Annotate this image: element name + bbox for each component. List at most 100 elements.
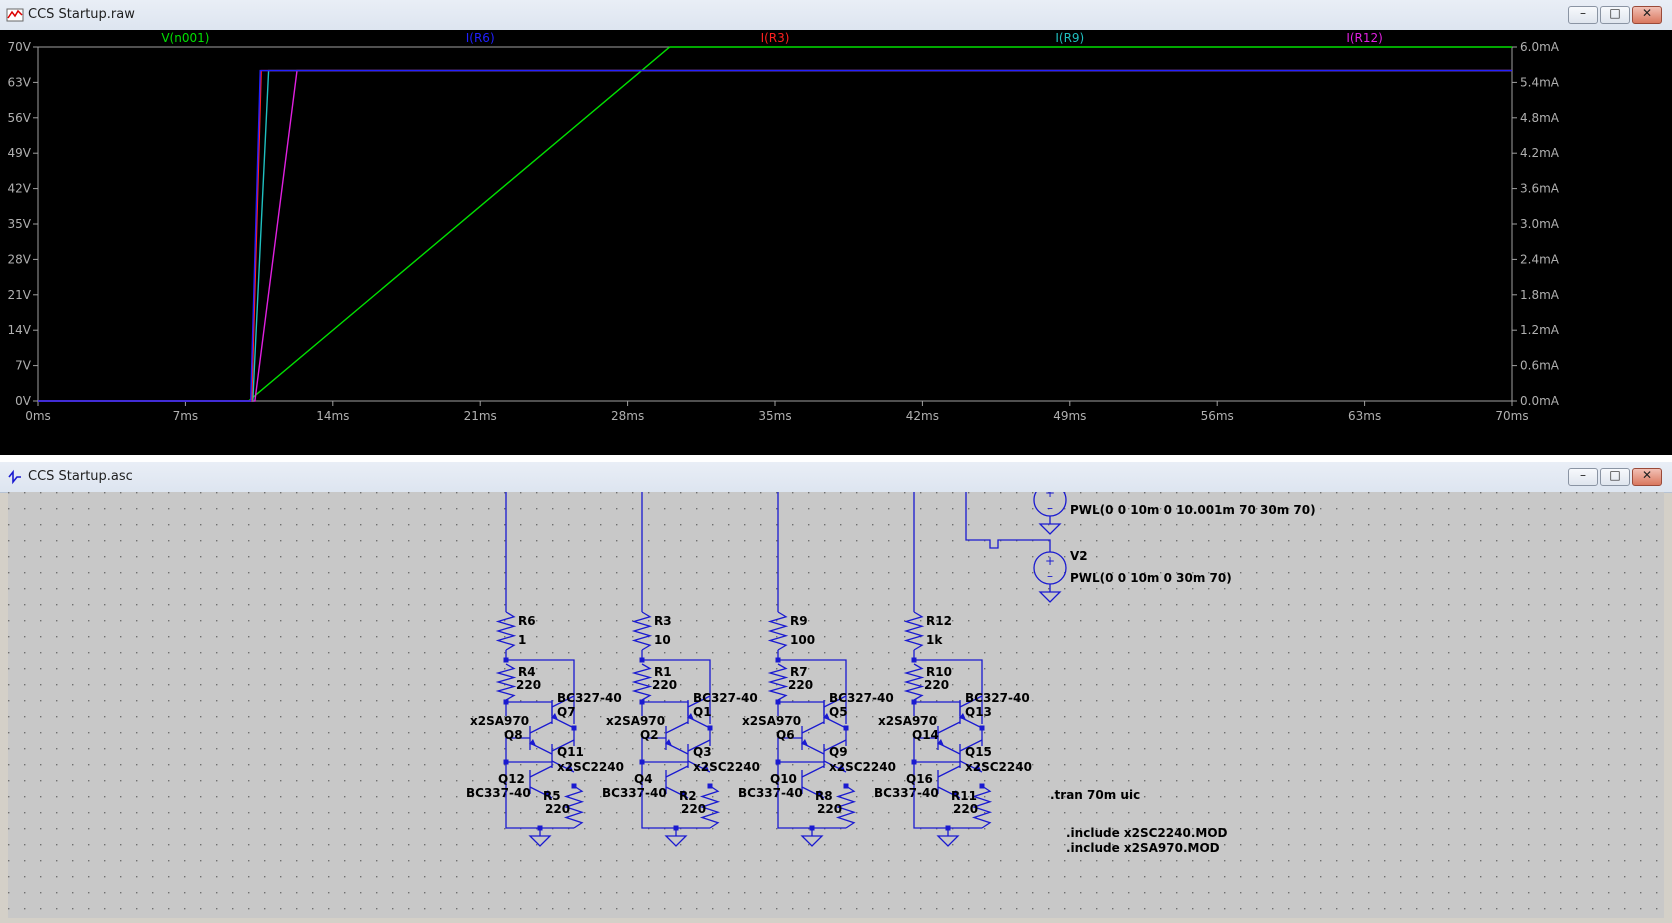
v1-value: PWL(0 0 10m 0 10.001m 70 30m 70) xyxy=(1070,503,1316,517)
stage-3-q-mid-name: Q9 xyxy=(829,745,848,759)
ground-icon xyxy=(800,835,824,847)
v2-minus: – xyxy=(1047,569,1053,583)
y-right-tick-label: 4.2mA xyxy=(1520,146,1560,160)
stage-2-q-left-name: Q2 xyxy=(640,728,659,742)
stage-1-rtop-value: 1 xyxy=(518,633,526,647)
stage-1-pnp-b-collector xyxy=(529,721,553,734)
stage-3-npn-a-arrow-icon xyxy=(838,764,845,771)
stage-3-pnp-a-collector xyxy=(823,695,847,708)
legend-i-r6: I(R6) xyxy=(466,31,495,45)
stage-2-r2-resistor xyxy=(699,785,721,829)
close-button[interactable]: ✕ xyxy=(1632,6,1662,24)
stage-2-left-base xyxy=(641,737,666,762)
y-right-tick-label: 3.6mA xyxy=(1520,182,1560,196)
stage-3-pnp-model: BC327-40 xyxy=(829,691,894,705)
waveform-chart[interactable]: 0V7V14V21V28V35V42V49V56V63V70V0.0mA0.6m… xyxy=(0,30,1672,455)
stage-3-pnp-name: Q5 xyxy=(829,705,848,719)
stage-4-q-left-model: x2SA970 xyxy=(878,714,937,728)
y-right-tick-label: 1.2mA xyxy=(1520,323,1560,337)
v1-plus: + xyxy=(1045,492,1055,500)
stage-2-npn-a-arrow-icon xyxy=(702,764,709,771)
close-button[interactable]: ✕ xyxy=(1632,468,1662,486)
close-icon: ✕ xyxy=(1641,468,1653,482)
stage-1-left-base xyxy=(505,737,530,762)
maximize-button[interactable]: □ xyxy=(1600,6,1630,24)
y-left-tick-label: 0V xyxy=(15,394,32,408)
stage-4-q-left-name: Q14 xyxy=(912,728,939,742)
stage-4-npn-a-collector xyxy=(959,739,983,752)
maximize-button[interactable]: □ xyxy=(1600,468,1630,486)
stage-2-pnp-model: BC327-40 xyxy=(693,691,758,705)
stage-3-q-left-model: x2SA970 xyxy=(742,714,801,728)
stage-3-rtop-value: 100 xyxy=(790,633,815,647)
minimize-button[interactable]: – xyxy=(1568,6,1598,24)
stage-4-pnp-a-arrow-icon xyxy=(959,713,966,720)
v1-minus: – xyxy=(1047,501,1053,515)
trace-i-r6 xyxy=(38,69,1512,402)
stage-4-rupper-name: R10 xyxy=(926,665,952,679)
stage-3-pnp-b-collector xyxy=(801,721,825,734)
stage-4-left-base xyxy=(913,737,938,762)
schematic-titlebar[interactable]: CCS Startup.asc – □ ✕ xyxy=(0,462,1672,493)
stage-1-bottom-bus xyxy=(505,790,574,829)
waveform-icon xyxy=(6,8,24,22)
y-left-tick-label: 7V xyxy=(15,359,32,373)
stage-3-pnp-b-arrow-icon xyxy=(801,739,808,746)
y-left-tick-label: 28V xyxy=(8,252,32,266)
stage-1-q-left-name: Q8 xyxy=(504,728,523,742)
stage-4-npn-a-arrow-icon xyxy=(974,764,981,771)
y-right-tick-label: 5.4mA xyxy=(1520,75,1560,89)
stage-1-pnp-a-collector xyxy=(551,695,575,708)
stage-2-top-bus xyxy=(642,659,711,696)
minimize-icon: – xyxy=(1580,468,1586,482)
stage-3-q-bot-name: Q10 xyxy=(770,772,797,786)
stage-4-bottom-bus xyxy=(913,790,982,829)
stage-4-rlow-value: 220 xyxy=(953,802,978,816)
stage-2-rtop-name: R3 xyxy=(654,614,672,628)
stage-2-rlow-name: R2 xyxy=(679,789,697,803)
stage-2-npn-b-collector xyxy=(665,765,689,778)
v2-feed-wire xyxy=(965,472,1051,552)
stage-2-pnp-b-collector xyxy=(665,721,689,734)
stage-1-q-bot-model: BC337-40 xyxy=(466,786,531,800)
x-tick-label: 49ms xyxy=(1053,409,1086,423)
stage-2-pnp-a-collector xyxy=(687,695,711,708)
stage-3-q-bot-model: BC337-40 xyxy=(738,786,803,800)
stage-4-r12-resistor xyxy=(903,611,925,651)
schematic-drawing[interactable]: +–V1PWL(0 0 10m 0 10.001m 70 30m 70)+–V2… xyxy=(8,469,1664,918)
stage-1-npn-a-collector xyxy=(551,739,575,752)
y-right-tick-label: 2.4mA xyxy=(1520,252,1560,266)
stage-1-rlow-name: R5 xyxy=(543,789,561,803)
stage-3-rlow-value: 220 xyxy=(817,802,842,816)
stage-4-q-bot-model: BC337-40 xyxy=(874,786,939,800)
legend-i-r9: I(R9) xyxy=(1055,31,1084,45)
y-left-tick-label: 56V xyxy=(8,111,32,125)
stage-2-rlow-value: 220 xyxy=(681,802,706,816)
x-tick-label: 35ms xyxy=(758,409,791,423)
stage-2-r1-resistor xyxy=(631,663,653,701)
schematic-icon xyxy=(8,469,21,485)
stage-3-r9-resistor xyxy=(767,611,789,651)
grid-background xyxy=(8,492,1664,918)
y-right-tick-label: 4.8mA xyxy=(1520,111,1560,125)
schematic-window-title: CCS Startup.asc xyxy=(28,469,133,484)
stage-4-q-bot-name: Q16 xyxy=(906,772,933,786)
stage-2-r3-resistor xyxy=(631,611,653,651)
y-left-tick-label: 35V xyxy=(8,217,32,231)
stage-4-npn-b-arrow-icon xyxy=(952,790,959,797)
stage-1-q-bot-name: Q12 xyxy=(498,772,525,786)
minimize-button[interactable]: – xyxy=(1568,468,1598,486)
stage-1-q-mid-name: Q11 xyxy=(557,745,584,759)
stage-3-bottom-bus xyxy=(777,790,846,829)
stage-4-pnp-name: Q13 xyxy=(965,705,992,719)
y-left-tick-label: 42V xyxy=(8,182,32,196)
stage-1-pnp-b-arrow-icon xyxy=(529,739,536,746)
schematic-window[interactable]: CCS Startup.asc – □ ✕ +–V1PWL(0 0 10m 0 … xyxy=(0,462,1672,923)
waveform-titlebar[interactable]: CCS Startup.raw – □ ✕ xyxy=(0,0,1672,31)
schematic-canvas[interactable]: +–V1PWL(0 0 10m 0 10.001m 70 30m 70)+–V2… xyxy=(8,469,1664,918)
stage-1-npn-b-collector xyxy=(529,765,553,778)
stage-3-npn-model: x2SC2240 xyxy=(829,760,896,774)
stage-1-pnp-a-arrow-icon xyxy=(551,713,558,720)
